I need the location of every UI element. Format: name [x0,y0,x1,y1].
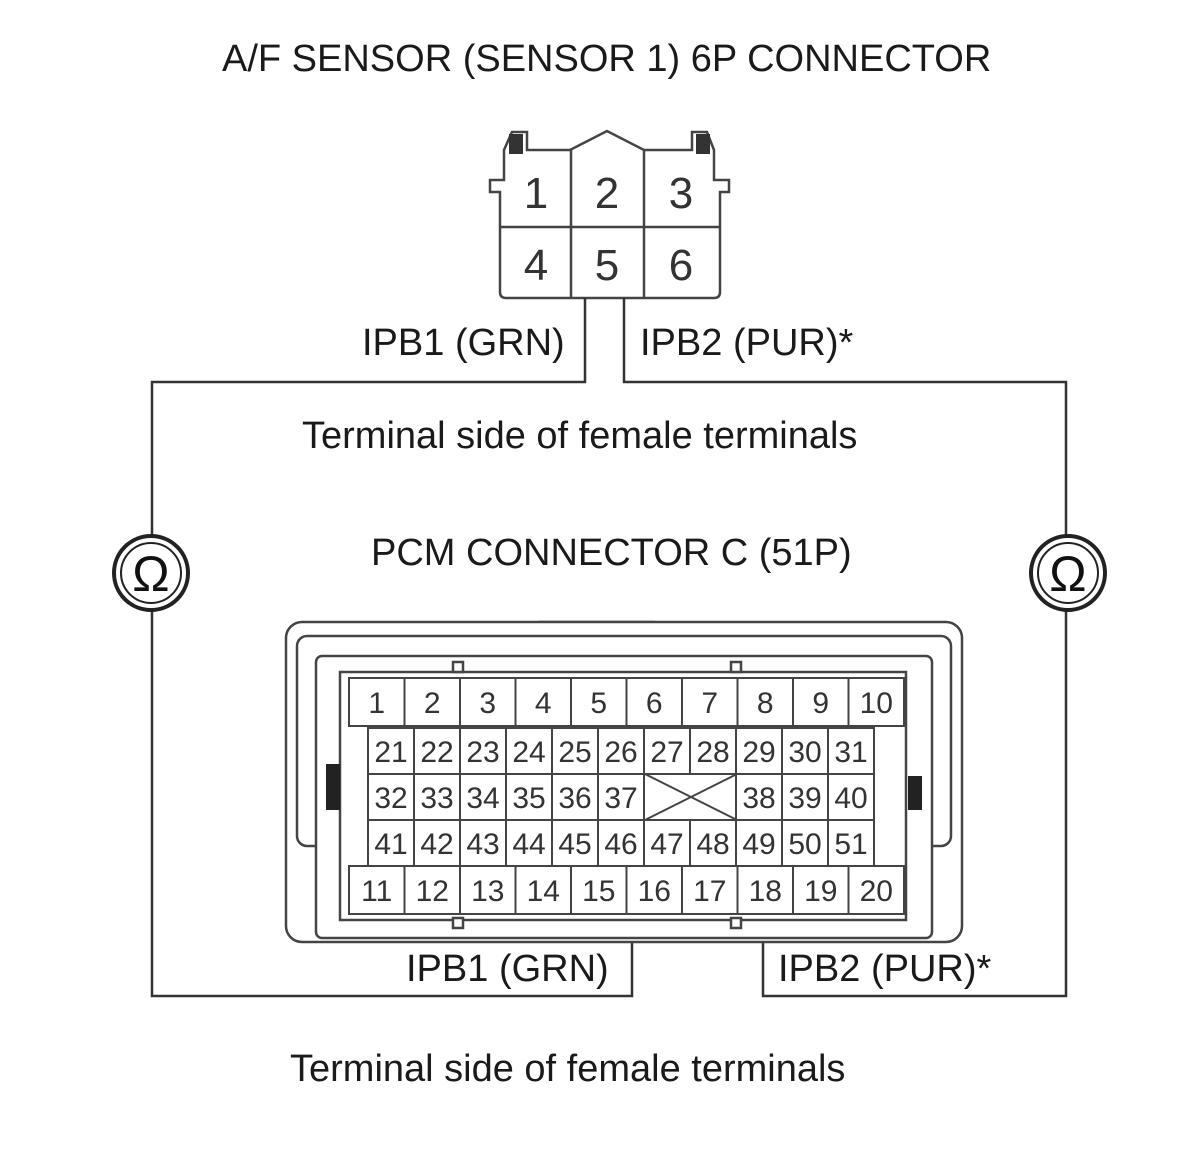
af-wire-left-label: IPB1 (GRN) [362,322,565,364]
pcm-pin-label: 21 [374,736,407,769]
pcm-pin-label: 40 [834,782,867,815]
pcm-pin-label: 15 [582,875,615,908]
af-wire-right-label: IPB2 (PUR)* [640,322,854,364]
right-lock-tab [908,776,922,810]
pcm-pin-label: 48 [696,828,729,861]
pcm-pin-label: 6 [646,687,663,720]
pcm-pin-label: 44 [512,828,545,861]
pcm-pin-label: 46 [604,828,637,861]
af-pin: 3 [669,169,693,218]
af-pin: 4 [524,241,548,290]
pcm-pin-label: 2 [424,687,441,720]
pcm-pin-cell [827,773,875,821]
pcm-pin-label: 27 [650,736,683,769]
pcm-pin-label: 14 [527,875,560,908]
pcm-pin-label: 9 [812,687,829,720]
pcm-caption: Terminal side of female terminals [290,1048,846,1090]
left-lock-tab [326,764,340,810]
pcm-pin-label: 18 [749,875,782,908]
ipb1-wire-top [150,298,587,536]
pcm-pin-label: 43 [466,828,499,861]
pcm-pin-label: 12 [416,875,449,908]
pcm-pin-label: 47 [650,828,683,861]
blank-cavity [644,773,738,821]
pcm-pin-label: 39 [788,782,821,815]
pcm-pin-label: 42 [420,828,453,861]
pcm-wire-left-label: IPB1 (GRN) [406,948,609,990]
pcm-pin-cell [847,865,905,915]
af-pin: 1 [524,169,548,218]
ipb2-wire-top [622,298,1068,536]
pcm-pin-label: 24 [512,736,545,769]
pcm-pin-label: 19 [804,875,837,908]
pcm-pin-label: 13 [471,875,504,908]
pcm-pin-label: 31 [834,736,867,769]
pcm-pin-label: 22 [420,736,453,769]
af-connector-title: A/F SENSOR (SENSOR 1) 6P CONNECTOR [222,38,992,80]
af-pin: 2 [595,169,619,218]
pcm-pin-label: 28 [696,736,729,769]
ohmmeter-icon: Ω [1029,534,1107,612]
pcm-pin-cell [847,677,905,727]
af-caption: Terminal side of female terminals [302,415,858,457]
af-pin: 6 [669,241,693,290]
pcm-pin-label: 23 [466,736,499,769]
pcm-pin-label: 3 [479,687,496,720]
pcm-pin-label: 37 [604,782,637,815]
pcm-pin-label: 32 [374,782,407,815]
af-pin: 5 [595,241,619,290]
af-connector [488,129,731,300]
pcm-pin-label: 38 [742,782,775,815]
pcm-pin-label: 30 [788,736,821,769]
pcm-pin-label: 16 [638,875,671,908]
pcm-pin-label: 49 [742,828,775,861]
pcm-connector-title: PCM CONNECTOR C (51P) [371,532,852,574]
pcm-pin-label: 50 [788,828,821,861]
pcm-pin-label: 35 [512,782,545,815]
pcm-pin-label: 26 [604,736,637,769]
pcm-pin-cell [597,773,645,821]
pcm-pin-label: 51 [834,828,867,861]
af-pins: 1 2 3 4 5 6 [524,169,693,290]
pcm-pin-label: 7 [701,687,718,720]
ohmmeter-icon: Ω [112,534,190,612]
svg-text:Ω: Ω [1049,546,1086,602]
pcm-pin-label: 4 [535,687,552,720]
pcm-pin-label: 25 [558,736,591,769]
pcm-pin-label: 41 [374,828,407,861]
pcm-pin-label: 10 [860,687,893,720]
pcm-pin-label: 34 [466,782,499,815]
pcm-pin-label: 5 [590,687,607,720]
pcm-pin-label: 36 [558,782,591,815]
pcm-pin-label: 1 [368,687,385,720]
pcm-pin-label: 11 [361,875,392,908]
pcm-pin-label: 8 [757,687,774,720]
pcm-pin-label: 20 [860,875,893,908]
svg-text:Ω: Ω [132,546,169,602]
pcm-pin-label: 29 [742,736,775,769]
pcm-wire-right-label: IPB2 (PUR)* [778,948,992,990]
pcm-pin-label: 17 [693,875,726,908]
pcm-pin-label: 33 [420,782,453,815]
pcm-pin-label: 45 [558,828,591,861]
